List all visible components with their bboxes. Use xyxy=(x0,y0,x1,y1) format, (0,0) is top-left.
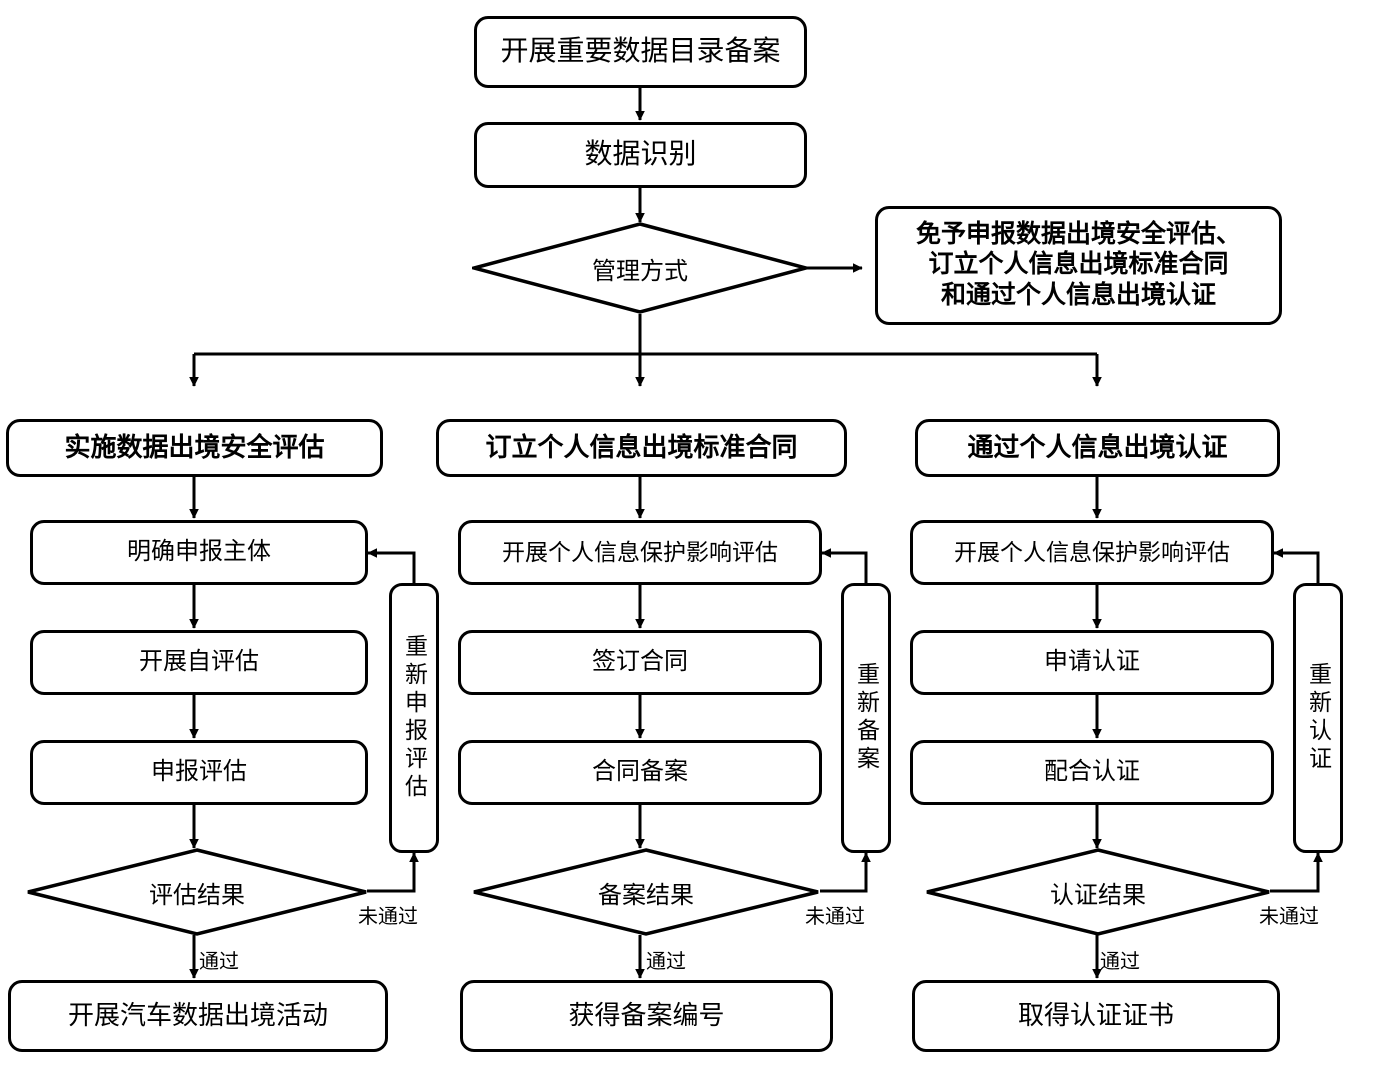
node-exemption-note[interactable]: 免予申报数据出境安全评估、 订立个人信息出境标准合同 和通过个人信息出境认证 xyxy=(875,206,1282,325)
edge-label-r-pass: 通过 xyxy=(1100,951,1140,973)
edge-m-loop-to-s1 xyxy=(821,548,868,583)
result-m-filing-number[interactable]: 获得备案编号 xyxy=(460,980,833,1052)
node-label: 开展个人信息保护影响评估 xyxy=(954,539,1230,565)
step-m-2[interactable]: 签订合同 xyxy=(458,630,822,695)
branch-header-standard-contract[interactable]: 订立个人信息出境标准合同 xyxy=(436,419,847,477)
step-m-1[interactable]: 开展个人信息保护影响评估 xyxy=(458,520,822,585)
loop-r-recertify[interactable]: 重新认证 xyxy=(1293,583,1343,853)
node-label: 实施数据出境安全评估 xyxy=(64,432,325,462)
decision-management-mode[interactable]: 管理方式 xyxy=(472,222,808,314)
node-data-identification[interactable]: 数据识别 xyxy=(474,122,807,188)
decision-r-certification-result[interactable]: 认证结果 xyxy=(925,848,1271,936)
node-label: 订立个人信息出境标准合同 xyxy=(485,432,798,462)
decision-m-filing-result[interactable]: 备案结果 xyxy=(472,848,820,936)
edge-l-loop-to-s1 xyxy=(367,548,416,583)
diamond-shape xyxy=(472,222,808,314)
step-r-2[interactable]: 申请认证 xyxy=(910,630,1274,695)
node-label: 取得认证证书 xyxy=(1017,1000,1174,1030)
edge-l-fail-to-loop xyxy=(367,852,419,893)
decision-label: 管理方式 xyxy=(592,258,688,285)
diamond-shape xyxy=(926,848,1270,936)
loop-label: 重新认证 xyxy=(1305,662,1331,774)
step-l-3[interactable]: 申报评估 xyxy=(30,740,368,805)
node-label: 通过个人信息出境认证 xyxy=(967,432,1228,462)
node-important-data-catalog-filing[interactable]: 开展重要数据目录备案 xyxy=(474,16,807,88)
loop-label: 重新备案 xyxy=(853,662,879,774)
step-l-2[interactable]: 开展自评估 xyxy=(30,630,368,695)
result-r-certificate[interactable]: 取得认证证书 xyxy=(912,980,1280,1052)
decision-label: 备案结果 xyxy=(598,882,694,909)
step-m-3[interactable]: 合同备案 xyxy=(458,740,822,805)
decision-l-assessment-result[interactable]: 评估结果 xyxy=(26,848,368,936)
node-label: 开展个人信息保护影响评估 xyxy=(502,539,778,565)
node-label: 数据识别 xyxy=(584,139,697,171)
node-label: 签订合同 xyxy=(592,649,688,676)
edge-label-l-pass: 通过 xyxy=(199,951,239,973)
node-label: 获得备案编号 xyxy=(568,1000,725,1030)
decision-label: 评估结果 xyxy=(149,882,245,909)
loop-l-reapply-assessment[interactable]: 重新申报评估 xyxy=(389,583,439,853)
diamond-shape xyxy=(27,848,367,936)
step-r-3[interactable]: 配合认证 xyxy=(910,740,1274,805)
branch-header-certification[interactable]: 通过个人信息出境认证 xyxy=(915,419,1280,477)
edge-label-l-fail: 未通过 xyxy=(358,906,418,928)
node-label: 明确申报主体 xyxy=(127,539,271,566)
edge-label-m-fail: 未通过 xyxy=(805,906,865,928)
node-label: 开展自评估 xyxy=(139,649,259,676)
branch-header-security-assessment[interactable]: 实施数据出境安全评估 xyxy=(6,419,383,477)
decision-label: 认证结果 xyxy=(1050,882,1146,909)
node-label: 开展重要数据目录备案 xyxy=(500,36,781,68)
edge-r-fail-to-loop xyxy=(1270,852,1323,893)
loop-label: 重新申报评估 xyxy=(401,634,427,802)
node-label: 配合认证 xyxy=(1044,759,1140,786)
node-label: 开展汽车数据出境活动 xyxy=(67,1000,328,1030)
step-r-1[interactable]: 开展个人信息保护影响评估 xyxy=(910,520,1274,585)
node-label: 申请认证 xyxy=(1044,649,1140,676)
diamond-shape xyxy=(473,848,819,936)
node-label: 合同备案 xyxy=(592,759,688,786)
loop-m-refile[interactable]: 重新备案 xyxy=(841,583,891,853)
edge-label-m-pass: 通过 xyxy=(646,951,686,973)
edge-m-fail-to-loop xyxy=(820,852,871,893)
node-label: 申报评估 xyxy=(151,759,247,786)
step-l-1[interactable]: 明确申报主体 xyxy=(30,520,368,585)
edge-label-r-fail: 未通过 xyxy=(1259,906,1319,928)
edge-r-loop-to-s1 xyxy=(1273,548,1320,583)
result-l-export-activity[interactable]: 开展汽车数据出境活动 xyxy=(8,980,388,1052)
node-label: 免予申报数据出境安全评估、 订立个人信息出境标准合同 和通过个人信息出境认证 xyxy=(915,220,1241,309)
